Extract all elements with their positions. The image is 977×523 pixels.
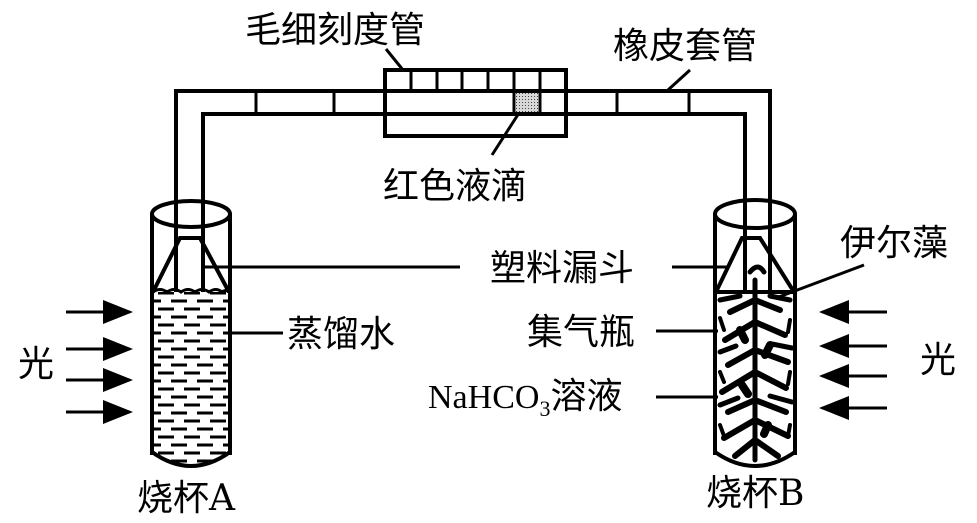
label-light-left: 光 [18, 344, 54, 385]
leader-capillary [384, 48, 405, 71]
beaker-a [150, 199, 232, 468]
label-plastic-funnel: 塑料漏斗 [490, 248, 634, 289]
label-elodea: 伊尔藻 [840, 223, 948, 264]
leader-elodea [775, 263, 865, 300]
label-capillary-tube: 毛细刻度管 [245, 10, 425, 51]
nahco3-formula: NaHCO [428, 379, 539, 416]
capillary-scale-tube [383, 68, 568, 138]
beaker-b [713, 198, 797, 468]
elodea-plant [717, 264, 795, 463]
leader-red-droplet [490, 112, 521, 156]
label-beaker-a: 烧杯A [137, 478, 236, 519]
label-gas-jar: 集气瓶 [527, 312, 635, 353]
label-nahco3-solution: NaHCO3溶液 [428, 376, 622, 421]
label-beaker-b: 烧杯B [706, 473, 804, 514]
nahco3-suffix: 溶液 [550, 376, 622, 416]
label-distilled-water: 蒸馏水 [287, 314, 395, 355]
nahco3-subscript: 3 [539, 396, 550, 421]
light-arrows-right [819, 300, 887, 420]
label-rubber-sleeve: 橡皮套管 [613, 26, 757, 67]
red-droplet [516, 93, 538, 112]
label-light-right: 光 [920, 340, 956, 381]
light-arrows-left [66, 300, 133, 424]
label-red-droplet: 红色液滴 [383, 166, 527, 207]
leader-rubber-sleeve [666, 68, 692, 92]
